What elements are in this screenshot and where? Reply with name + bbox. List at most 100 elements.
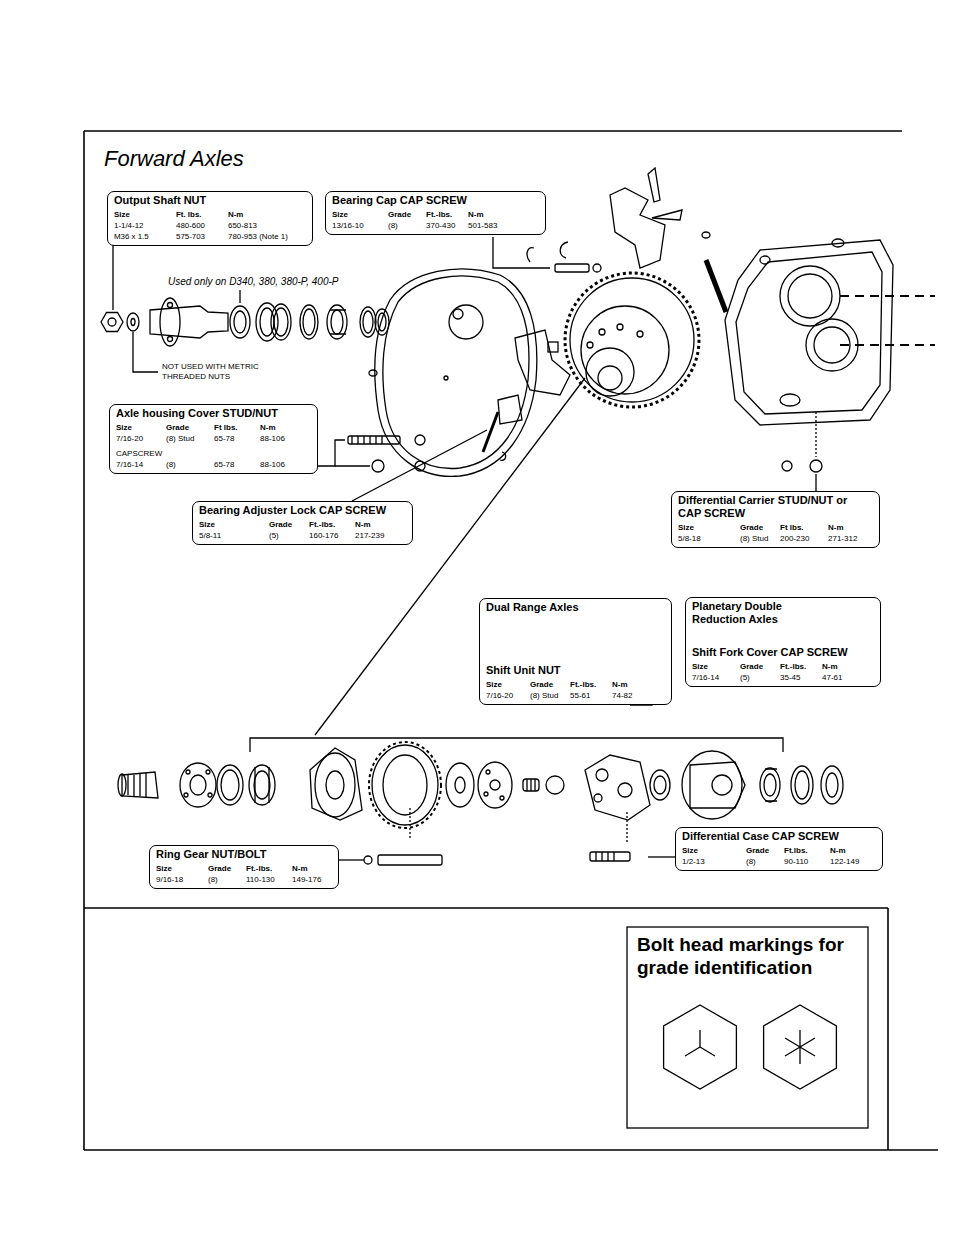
output-shaft-parts <box>160 298 180 346</box>
spec-table: SizeGradeFt.-lbs.N-m7/16-20(8) Stud55-61… <box>486 679 665 701</box>
column-header: Ft lbs. <box>214 422 260 433</box>
column-header: Grade <box>530 679 570 690</box>
column-header: Size <box>199 519 269 530</box>
differential-assembly <box>586 348 634 396</box>
differential-parts-row <box>478 762 512 808</box>
column-header: Ft lbs. <box>780 522 828 533</box>
page-frame <box>83 131 85 1150</box>
column-header: Grade <box>740 661 780 672</box>
differential-parts-row <box>180 763 216 807</box>
page-frame <box>84 131 938 1150</box>
table-cell: 480-600 <box>176 220 228 231</box>
differential-parts-row <box>486 770 490 774</box>
box-heading: Differential Case CAP SCREW <box>682 830 876 843</box>
differential-assembly <box>587 342 593 348</box>
differential-parts-row <box>596 769 608 781</box>
leader-line <box>335 465 370 466</box>
differential-assembly <box>598 366 622 390</box>
torque-spec-box: Axle housing Cover STUD/NUTSizeGradeFt l… <box>109 404 318 474</box>
table-cell: 55-61 <box>570 690 612 701</box>
page-frame <box>84 1149 938 1151</box>
differential-parts-row <box>484 792 488 796</box>
differential-parts-row <box>523 779 539 791</box>
box-heading: Shift Fork Cover CAP SCREW <box>692 646 874 659</box>
output-shaft-parts <box>300 305 318 339</box>
spec-table: SizeGradeFt.-lbs.N-m9/16-18(8)110-130149… <box>156 863 332 885</box>
table-cell: (8) Stud <box>530 690 570 701</box>
output-shaft-parts <box>108 318 116 326</box>
box-heading: Bearing Cap CAP SCREW <box>332 194 539 207</box>
torque-spec-box: Planetary Double Reduction AxlesShift Fo… <box>685 597 881 687</box>
table-cell: 65-78 <box>214 433 260 444</box>
table-cell: (5) <box>740 672 780 683</box>
differential-parts-row <box>378 855 442 865</box>
output-shaft-parts <box>331 310 343 334</box>
fasteners <box>415 461 425 471</box>
carrier-housing <box>806 319 858 371</box>
output-shaft-parts <box>101 313 123 332</box>
column-header: Grade <box>740 522 780 533</box>
differential-parts-row <box>326 771 344 799</box>
housing-cover <box>369 370 377 376</box>
carrier-housing <box>788 274 832 318</box>
column-header: Size <box>332 209 388 220</box>
carrier-housing <box>780 266 840 326</box>
column-header: Grade <box>166 422 214 433</box>
column-header: Size <box>682 845 746 856</box>
differential-parts-row <box>712 775 732 795</box>
differential-parts-row <box>795 771 809 799</box>
leader-line <box>339 859 364 860</box>
bearing-caps <box>515 330 570 395</box>
leader-line <box>107 218 935 860</box>
differential-parts-row <box>585 755 650 820</box>
fasteners <box>810 460 822 472</box>
box-heading: Ring Gear NUT/BOLT <box>156 848 332 861</box>
page-frame <box>84 130 902 132</box>
housing-cover <box>449 305 483 339</box>
table-cell: 5/8-11 <box>199 530 269 541</box>
output-shaft-parts <box>274 308 288 336</box>
differential-assembly <box>581 306 669 394</box>
table-cell: 370-430 <box>426 220 468 231</box>
output-shaft-parts <box>101 290 389 346</box>
differential-parts-row <box>764 774 776 796</box>
column-header: Size <box>486 679 530 690</box>
housing-cover <box>369 269 537 476</box>
table-cell: 200-230 <box>780 533 828 544</box>
table-cell: 7/16-20 <box>486 690 530 701</box>
leader-line <box>250 738 783 752</box>
output-shaft-parts <box>239 290 240 303</box>
differential-parts-row <box>186 770 190 774</box>
fasteners <box>702 232 710 238</box>
output-shaft-parts <box>230 306 250 338</box>
box-heading: Dual Range Axles <box>486 601 665 614</box>
column-header: Ft.-lbs. <box>309 519 355 530</box>
fasteners <box>415 435 425 445</box>
bolt-head-marking <box>764 1005 837 1089</box>
differential-parts-row <box>596 852 614 861</box>
table-cell: 575-703 <box>176 231 228 242</box>
bearing-caps <box>610 188 665 268</box>
differential-parts-row <box>128 773 146 797</box>
bearing-caps <box>498 395 522 424</box>
column-header: Ft.-lbs. <box>570 679 612 690</box>
table-cell: 1-1/4-12 <box>114 220 176 231</box>
differential-parts-row <box>650 770 670 800</box>
fasteners <box>348 232 844 472</box>
table-cell: 88-106 <box>260 459 310 470</box>
column-header: Ft.-lbs. <box>780 661 822 672</box>
column-header: N-m <box>292 863 332 874</box>
differential-parts-row <box>682 751 742 819</box>
column-header: N-m <box>468 209 538 220</box>
fasteners <box>555 264 589 272</box>
page-frame <box>887 908 889 1150</box>
spec-table: SizeGradeFt.-lbs.N-m13/16-10(8)370-43050… <box>332 209 539 231</box>
torque-spec-box: Bearing Adjuster Lock CAP SCREWSizeGrade… <box>192 501 413 545</box>
output-shaft-parts <box>131 319 135 326</box>
column-header: N-m <box>822 661 872 672</box>
differential-parts-row <box>500 796 504 800</box>
output-shaft-parts <box>360 307 376 337</box>
spec-table: SizeGradeFt.-lbs.N-m7/16-14(5)35-4547-61 <box>692 661 874 683</box>
differential-assembly <box>565 273 699 407</box>
column-header: Ft.-lbs. <box>246 863 292 874</box>
